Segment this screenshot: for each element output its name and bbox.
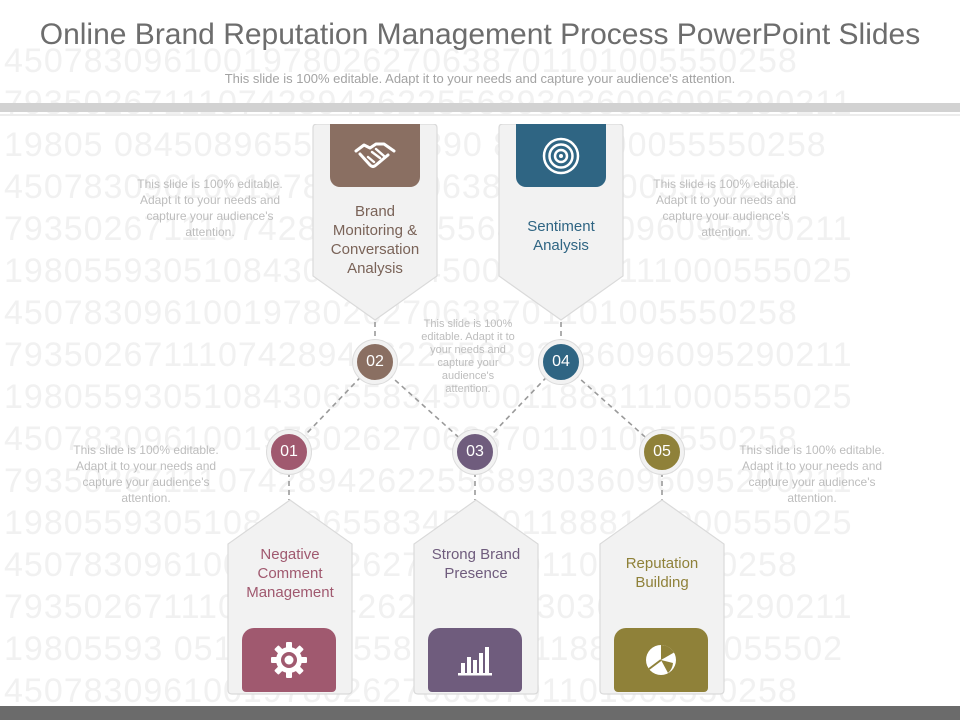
- step-card-02: Brand Monitoring & Conversation Analysis: [311, 124, 439, 322]
- step-icon-box: [428, 628, 522, 692]
- note-center: This slide is 100% editable. Adapt it to…: [421, 318, 515, 395]
- note-bottom-right: This slide is 100% editable. Adapt it to…: [739, 443, 885, 505]
- step-card-03: Strong Brand Presence: [412, 498, 540, 696]
- header-divider: [0, 103, 960, 112]
- target-icon: [542, 137, 580, 174]
- gear-icon: [271, 642, 307, 678]
- footer-bar: [0, 706, 960, 720]
- header-divider-shadow: [0, 114, 960, 116]
- step-icon-box: [614, 628, 708, 692]
- step-label: Brand Monitoring & Conversation Analysis: [330, 203, 420, 277]
- step-card-05: Reputation Building: [598, 498, 726, 696]
- step-label: Reputation Building: [625, 555, 699, 591]
- note-bottom-left: This slide is 100% editable. Adapt it to…: [73, 443, 219, 505]
- slide-title: Online Brand Reputation Management Proce…: [39, 18, 921, 51]
- step-number-01: 01: [267, 430, 311, 474]
- step-card-01: Negative Comment Management: [226, 498, 354, 696]
- step-icon-box: [516, 124, 606, 187]
- slide-subtitle: This slide is 100% editable. Adapt it to…: [224, 71, 736, 86]
- step-number-05: 05: [640, 430, 684, 474]
- step-icon-box: [330, 124, 420, 187]
- step-label: Negative Comment Management: [246, 546, 334, 601]
- watermark-line: 7935026711107428942622556893036096095290…: [4, 462, 853, 500]
- watermark-line: 1980559305108430655834500011888111000555…: [4, 378, 853, 416]
- step-label: Strong Brand Presence: [431, 546, 521, 582]
- note-top-right: This slide is 100% editable. Adapt it to…: [653, 177, 799, 239]
- step-number-02: 02: [353, 340, 397, 384]
- pie-chart-icon: [646, 645, 676, 675]
- step-card-04: Sentiment Analysis: [497, 124, 625, 322]
- step-number-03: 03: [453, 430, 497, 474]
- step-label: Sentiment Analysis: [527, 218, 595, 254]
- handshake-icon: [354, 142, 396, 168]
- bar-chart-icon: [458, 647, 492, 676]
- watermark-line: 7935026711107428942622556893036096095290…: [4, 336, 853, 374]
- note-top-left: This slide is 100% editable. Adapt it to…: [137, 177, 283, 239]
- watermark-line: 4507830961001978026270638701101005550258: [4, 42, 798, 80]
- step-icon-box: [242, 628, 336, 692]
- step-number-04: 04: [539, 340, 583, 384]
